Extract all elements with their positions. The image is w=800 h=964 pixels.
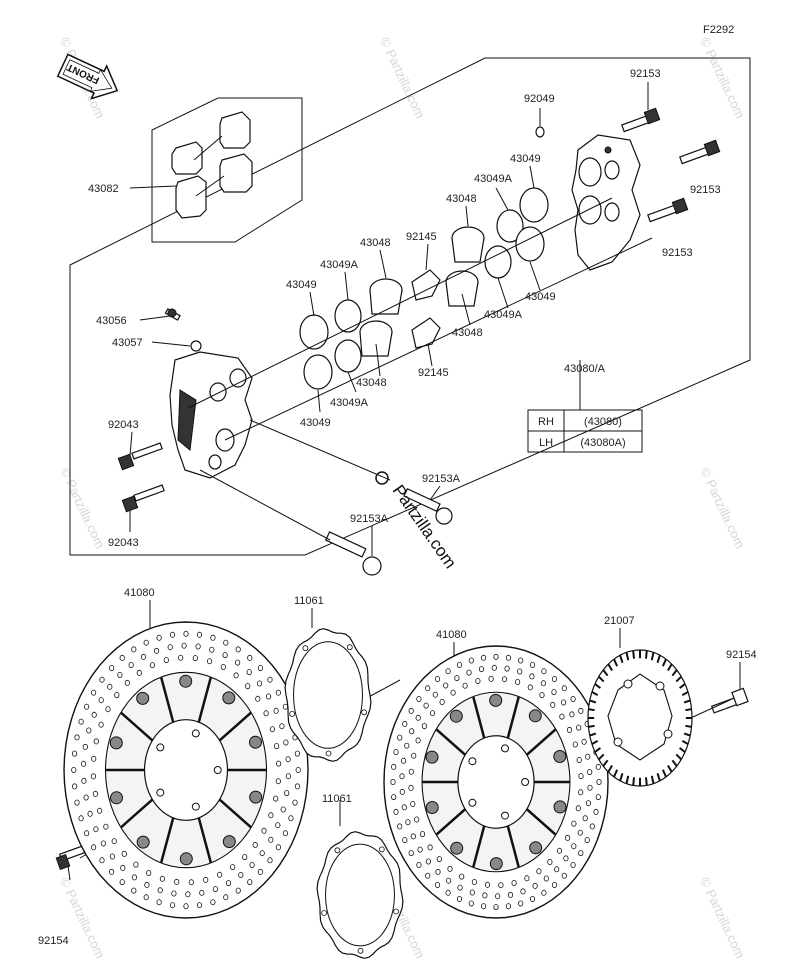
label-41080-a: 41080 xyxy=(124,587,155,599)
rotor-gasket-lower xyxy=(316,831,404,959)
watermark-bottom-right: © Partzilla.com xyxy=(697,875,748,961)
label-43048-b: 43048 xyxy=(360,237,391,249)
label-43049-a: 43049 xyxy=(510,153,541,165)
center-watermark-text: Partzilla.com xyxy=(389,481,460,572)
figure-code: F2292 xyxy=(703,24,734,36)
label-43049-b: 43049 xyxy=(286,279,317,291)
rotor-gasket-upper xyxy=(284,628,372,762)
label-92153A-a: 92153A xyxy=(422,473,461,485)
brake-pad-box xyxy=(151,97,303,243)
legend-row-rh-side: RH xyxy=(538,416,554,428)
label-21007: 21007 xyxy=(604,615,635,627)
brake-pad-set xyxy=(171,111,253,219)
label-92043-b: 92043 xyxy=(108,537,139,549)
label-92043-a: 92043 xyxy=(108,419,139,431)
label-43049A-c: 43049A xyxy=(484,309,523,321)
seal-rings xyxy=(299,187,549,390)
label-92153A-b: 92153A xyxy=(350,513,389,525)
label-43056: 43056 xyxy=(96,315,127,327)
bolt-92043-a xyxy=(117,442,163,471)
label-43048-c: 43048 xyxy=(452,327,483,339)
brake-disc-rotor-right xyxy=(383,645,609,919)
caliper-assembly-outline xyxy=(69,57,751,556)
brake-disc-rotor-left xyxy=(63,621,309,919)
label-92154-b: 92154 xyxy=(726,649,757,661)
label-43082: 43082 xyxy=(88,183,119,195)
watermark-mid-left: © Partzilla.com xyxy=(57,465,108,551)
label-11061-a: 11061 xyxy=(294,595,324,607)
bolt-92153A-b xyxy=(324,531,382,576)
watermark-top-right: © Partzilla.com xyxy=(697,35,748,121)
label-43049-e: 43049 xyxy=(300,417,331,429)
bolts xyxy=(55,107,749,870)
bolt-92153A-a xyxy=(403,487,453,525)
cap-43057 xyxy=(190,340,202,352)
label-11061-b: 11061 xyxy=(322,793,352,805)
label-92145-b: 92145 xyxy=(418,367,449,379)
legend-row-rh-part: (43080) xyxy=(584,416,622,428)
label-43048-a: 43048 xyxy=(446,193,477,205)
bolt-92153-low xyxy=(647,197,689,223)
watermark-mid-right: © Partzilla.com xyxy=(697,465,748,551)
label-43057: 43057 xyxy=(112,337,143,349)
pad-springs xyxy=(411,269,441,349)
part-labels: 43082 92049 92153 92153 92153 43049 4304… xyxy=(38,68,757,947)
abs-pulsar-ring xyxy=(587,649,693,787)
legend-row-lh-side: LH xyxy=(539,437,553,449)
label-43049A-b: 43049A xyxy=(320,259,359,271)
label-92153-low: 92153 xyxy=(662,247,693,259)
bolt-92043-b xyxy=(121,484,165,513)
label-92049: 92049 xyxy=(524,93,555,105)
label-43049-c: 43049 xyxy=(525,291,556,303)
label-92145-a: 92145 xyxy=(406,231,437,243)
washer-92049 xyxy=(535,126,545,138)
legend-row-lh-part: (43080A) xyxy=(580,437,625,449)
label-41080-b: 41080 xyxy=(436,629,467,641)
bolt-92154-b xyxy=(710,687,749,714)
label-92154-a: 92154 xyxy=(38,935,69,947)
legend-table: RH (43080) LH (43080A) xyxy=(527,409,643,453)
bolt-92153-mid xyxy=(679,139,721,165)
label-43049A-e: 43049A xyxy=(330,397,369,409)
caliper-half-left xyxy=(169,351,253,479)
watermark-bottom-left: © Partzilla.com xyxy=(57,875,108,961)
label-92153-top: 92153 xyxy=(630,68,661,80)
bleeder-43056 xyxy=(164,307,181,321)
front-arrow: FRONT xyxy=(56,53,119,100)
caliper-half-right xyxy=(571,134,641,271)
label-92153-mid: 92153 xyxy=(690,184,721,196)
bolt-92153-top xyxy=(621,107,661,133)
label-43080A: 43080/A xyxy=(564,363,606,375)
label-43048-d: 43048 xyxy=(356,377,387,389)
label-43049A-a: 43049A xyxy=(474,173,513,185)
